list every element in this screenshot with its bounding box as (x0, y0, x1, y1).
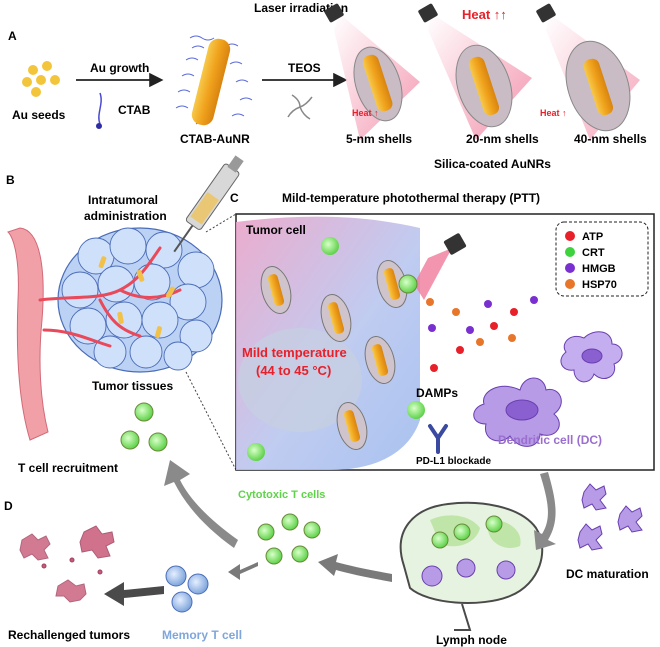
panel-b-label: B (6, 173, 15, 187)
heat-small-label-1: Heat ↑ (352, 108, 379, 118)
shell-label-20nm: 20-nm shells (466, 132, 539, 146)
legend-label-atp: ATP (582, 231, 603, 243)
legend-label-hmgb: HMGB (582, 263, 616, 275)
laser-device-c (443, 233, 467, 255)
dendritic-cell-large (473, 377, 562, 447)
crt-marker (247, 443, 265, 461)
arrow-dc-to-lymph (534, 472, 556, 550)
damps-label: DAMPs (416, 386, 458, 400)
ctab-label: CTAB (118, 103, 151, 117)
ctab-aunr-icon (175, 35, 253, 126)
cytotoxic-label: Cytotoxic T cells (238, 489, 325, 501)
rechallenged-label: Rechallenged tumors (8, 628, 130, 642)
t-cell (148, 432, 168, 452)
nucleus (238, 328, 362, 432)
arrow-to-rechallenged (104, 582, 164, 606)
legend-swatch-hsp70 (565, 279, 575, 289)
silica-aunr-40nm (536, 3, 640, 140)
intratumoral-label-1: Intratumoral (88, 193, 158, 207)
t-cell-recruitment-label: T cell recruitment (18, 461, 118, 475)
silica-aunrs-in-cell (260, 260, 408, 450)
heat-big-label: Heat ↑↑ (462, 7, 507, 22)
heat-small-label-2: Heat ↑ (540, 108, 567, 118)
arrow-lymph-to-cytotoxic (318, 554, 392, 582)
legend-swatch-crt (565, 247, 575, 257)
teos-molecule-icon (287, 94, 313, 120)
tumor-cell-label: Tumor cell (246, 223, 306, 237)
pd-l1-antibody-icon (428, 424, 448, 454)
teos-label: TEOS (288, 61, 321, 75)
crt-marker (407, 401, 425, 419)
pd-l1-label: PD-L1 blockade (416, 456, 491, 467)
mild-temp-line1: Mild temperature (242, 345, 347, 360)
arrow-to-memory (228, 562, 258, 580)
recruitment-arrow (164, 460, 238, 548)
t-cell (134, 402, 154, 422)
silica-aunr-5nm (324, 3, 420, 140)
panel-c-label: C (230, 191, 239, 205)
syringe-icon (173, 155, 244, 253)
au-growth-label: Au growth (90, 61, 149, 75)
intratumoral-label-2: administration (84, 209, 167, 223)
laser-beam-c (414, 248, 452, 300)
silica-aunr-20nm (418, 3, 532, 140)
tumor-tissues-label: Tumor tissues (92, 379, 173, 393)
mild-temp-line2: (44 to 45 °C) (256, 363, 331, 378)
t-cell (120, 430, 140, 450)
shell-label-40nm: 40-nm shells (574, 132, 647, 146)
legend-label-hsp70: HSP70 (582, 279, 617, 291)
au-seeds-icon (22, 61, 60, 97)
zoom-line-top (205, 213, 237, 233)
legend-label-crt: CRT (582, 247, 605, 259)
tumor-cluster (38, 227, 223, 373)
blood-vessel (7, 227, 49, 441)
panel-d-label: D (4, 499, 13, 513)
crt-marker (398, 274, 418, 294)
au-seeds-label: Au seeds (12, 108, 66, 122)
legend-swatch-atp (565, 231, 575, 241)
dendritic-cell-label: Dendritic cell (DC) (498, 433, 602, 447)
memory-t-cells (165, 565, 209, 613)
damp-legend: ATP CRT HMGB HSP70 (565, 231, 617, 291)
memory-t-cell-label: Memory T cell (162, 628, 242, 642)
silica-coated-title: Silica-coated AuNRs (434, 157, 551, 171)
legend-swatch-hmgb (565, 263, 575, 273)
ctab-aunr-label: CTAB-AuNR (180, 132, 250, 146)
panel-a-label: A (8, 29, 17, 43)
damp-particles (426, 296, 538, 372)
damp-legend-box (555, 221, 649, 297)
ctab-molecule-icon (98, 92, 102, 125)
shell-label-5nm: 5-nm shells (346, 132, 412, 146)
dendritic-cell-small (560, 331, 623, 383)
dc-maturation-label: DC maturation (566, 567, 649, 581)
rechallenged-tumors-icon (19, 525, 115, 603)
mature-dendritic-cells (577, 483, 643, 551)
crt-marker (321, 237, 339, 255)
ptt-title: Mild-temperature photothermal therapy (P… (282, 191, 540, 205)
cytotoxic-t-cells (257, 513, 321, 565)
lymph-node-label: Lymph node (436, 633, 507, 647)
lymph-node-icon (399, 501, 544, 631)
zoom-line-bottom (185, 371, 237, 471)
